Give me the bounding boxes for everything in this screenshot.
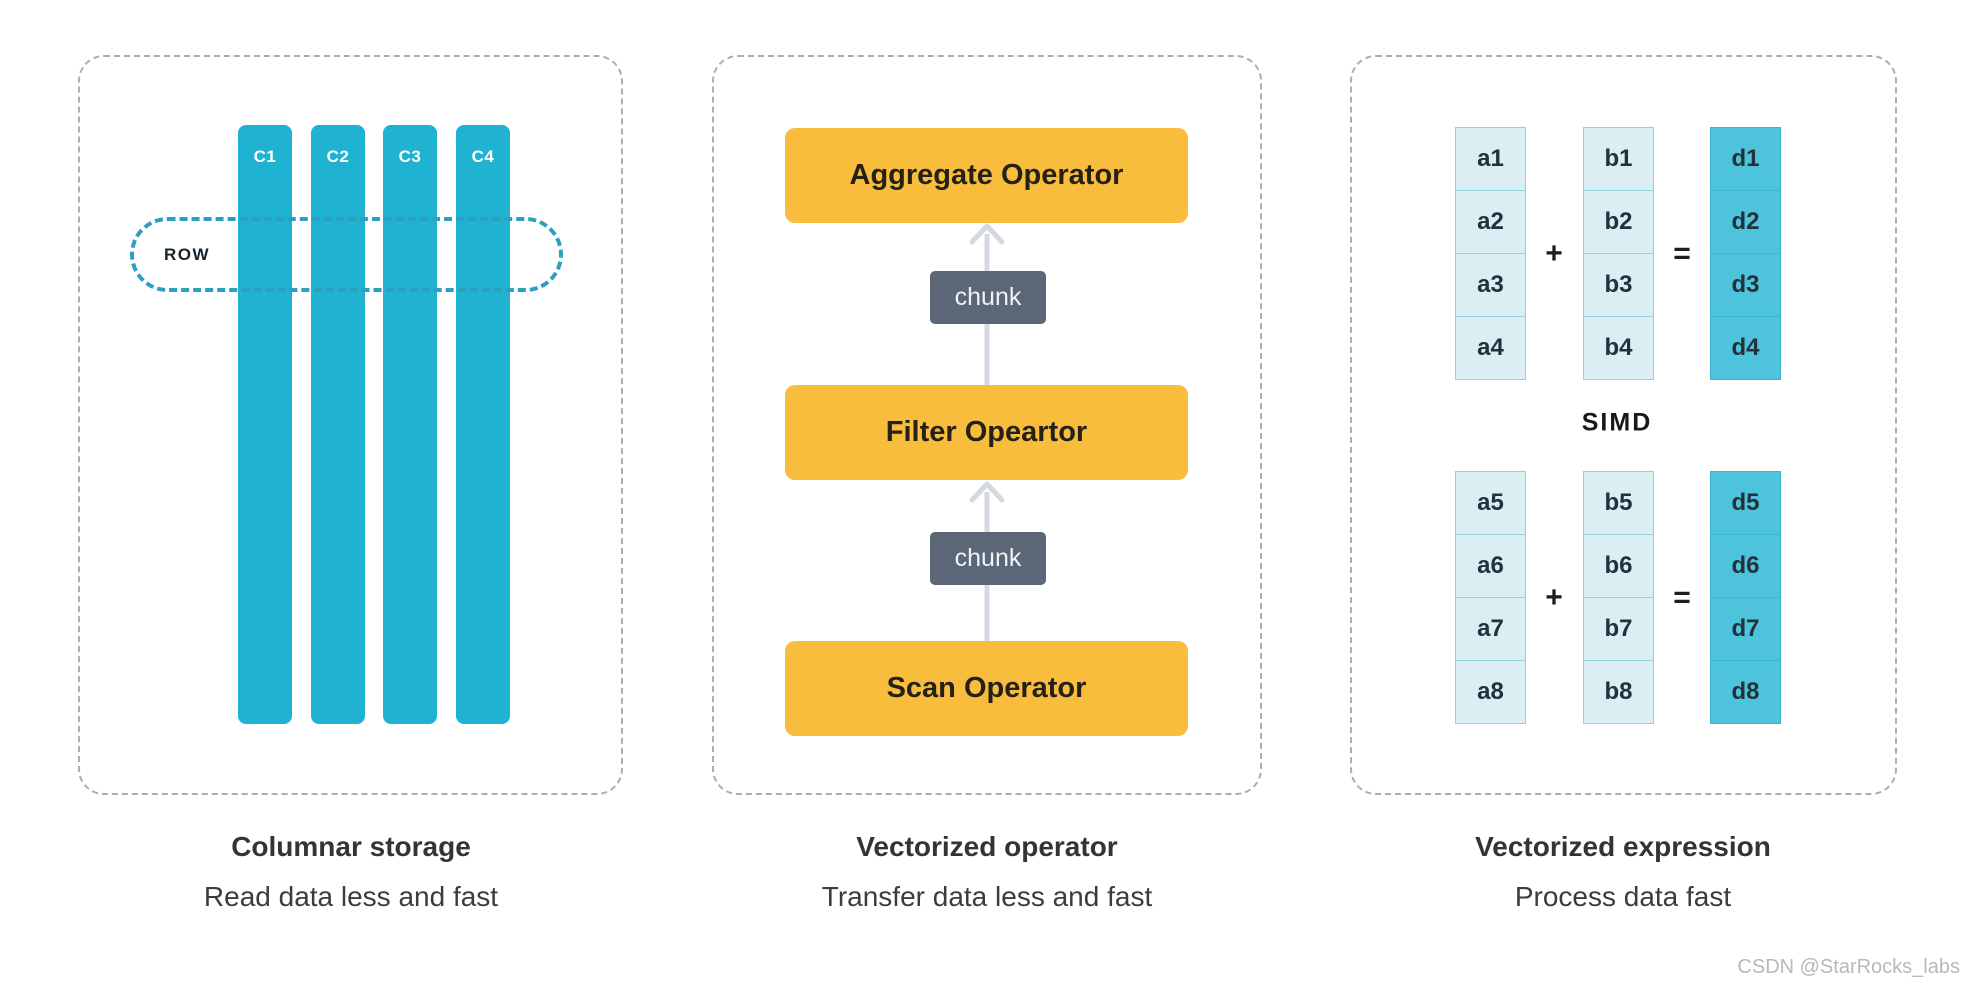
caption-title-columnar-storage: Columnar storage [231, 831, 471, 862]
vector-cell: d6 [1710, 534, 1781, 598]
storage-column-c4: C4 [456, 125, 510, 724]
caption-subtitle-vectorized-operator: Transfer data less and fast [821, 881, 1153, 912]
row-outline-pill: ROW [130, 217, 563, 292]
plus-sign: + [1545, 237, 1563, 270]
vector-cell: a8 [1455, 660, 1526, 724]
vector-d-top: d1 d2 d3 d4 [1710, 127, 1781, 380]
watermark: CSDN @StarRocks_labs [1737, 956, 1960, 978]
vector-cell: a2 [1455, 190, 1526, 254]
panel-columnar-storage: C1 C2 C3 C4 ROW [78, 55, 623, 795]
vector-b-bottom: b5 b6 b7 b8 [1583, 471, 1654, 724]
vector-cell: d5 [1710, 471, 1781, 535]
aggregate-operator-box: Aggregate Operator [785, 128, 1188, 223]
vector-cell: b3 [1583, 253, 1654, 317]
vector-a-top: a1 a2 a3 a4 [1455, 127, 1526, 380]
vector-cell: a3 [1455, 253, 1526, 317]
column-label-c1: C1 [253, 147, 277, 166]
vector-cell: d7 [1710, 597, 1781, 661]
vector-cell: a5 [1455, 471, 1526, 535]
vector-cell: b6 [1583, 534, 1654, 598]
vector-a-bottom: a5 a6 a7 a8 [1455, 471, 1526, 724]
storage-column-c3: C3 [383, 125, 437, 724]
vector-cell: a1 [1455, 127, 1526, 191]
panel-vectorized-expression: a1 a2 a3 a4 + b1 b2 b3 b4 = d1 d2 d3 d4 … [1350, 55, 1897, 795]
vector-cell: b5 [1583, 471, 1654, 535]
plus-sign: + [1545, 581, 1563, 614]
column-label-c2: C2 [326, 147, 350, 166]
caption-title-vectorized-operator: Vectorized operator [856, 831, 1118, 862]
equals-sign: = [1673, 237, 1691, 270]
chunk-box-lower: chunk [930, 532, 1046, 585]
panel-vectorized-operator: Aggregate Operator Filter Opeartor Scan … [712, 55, 1262, 795]
vector-cell: d1 [1710, 127, 1781, 191]
vector-cell: d2 [1710, 190, 1781, 254]
vector-cell: a6 [1455, 534, 1526, 598]
vector-cell: b4 [1583, 316, 1654, 380]
storage-column-c2: C2 [311, 125, 365, 724]
storage-column-c1: C1 [238, 125, 292, 724]
vector-cell: a4 [1455, 316, 1526, 380]
vector-cell: b8 [1583, 660, 1654, 724]
row-label: ROW [164, 244, 211, 264]
column-label-c3: C3 [398, 147, 422, 166]
chunk-box-upper: chunk [930, 271, 1046, 324]
vector-cell: b2 [1583, 190, 1654, 254]
vector-d-bottom: d5 d6 d7 d8 [1710, 471, 1781, 724]
caption-title-vectorized-expression: Vectorized expression [1475, 831, 1771, 862]
caption-subtitle-columnar-storage: Read data less and fast [203, 881, 499, 912]
vector-cell: d3 [1710, 253, 1781, 317]
scan-operator-box: Scan Operator [785, 641, 1188, 736]
vector-cell: d4 [1710, 316, 1781, 380]
vector-cell: d8 [1710, 660, 1781, 724]
filter-operator-box: Filter Opeartor [785, 385, 1188, 480]
column-label-c4: C4 [471, 147, 495, 166]
caption-subtitle-vectorized-expression: Process data fast [1514, 881, 1732, 912]
vector-cell: b7 [1583, 597, 1654, 661]
vector-cell: a7 [1455, 597, 1526, 661]
equals-sign: = [1673, 581, 1691, 614]
vector-cell: b1 [1583, 127, 1654, 191]
vector-b-top: b1 b2 b3 b4 [1583, 127, 1654, 380]
simd-label: SIMD [1581, 408, 1653, 437]
